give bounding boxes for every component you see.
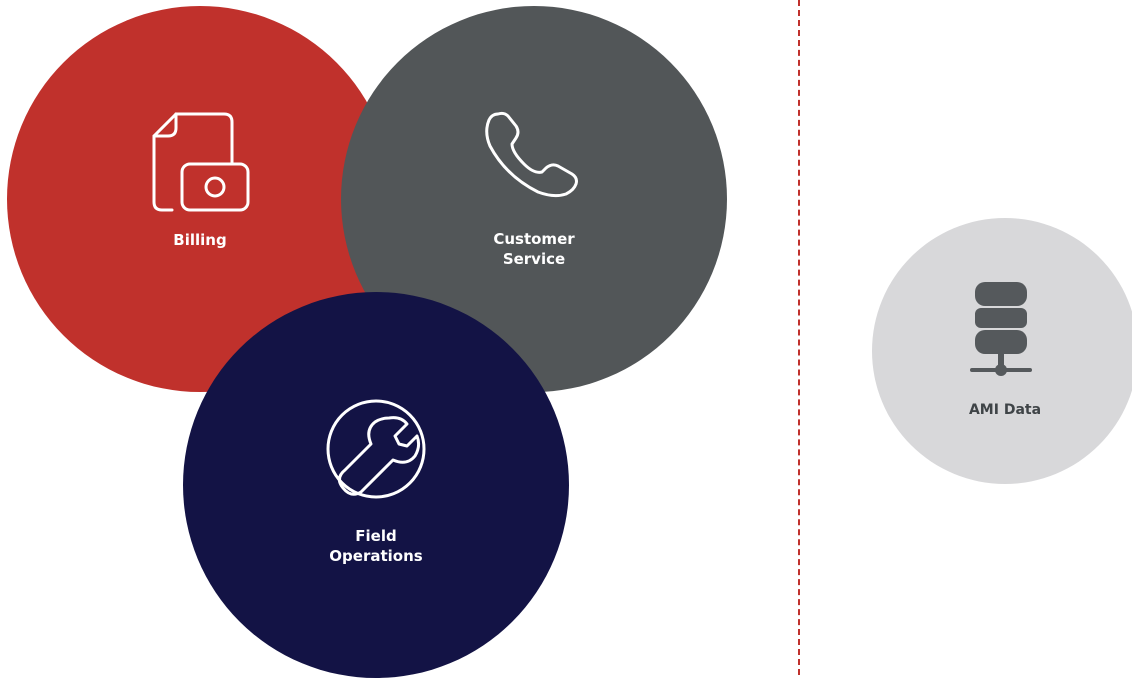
phone-icon (485, 111, 578, 198)
ami-data-label: AMI Data (968, 402, 1042, 418)
billing-label: Billing (173, 231, 227, 249)
field-operations-label: Field Operations (329, 527, 423, 565)
document-camera-icon (152, 112, 250, 212)
wrench-icon (326, 399, 426, 499)
dashed-divider (798, 0, 800, 675)
database-server-icon (970, 282, 1032, 376)
customer-service-label: Customer Service (493, 230, 575, 268)
field-operations-circle (183, 292, 569, 678)
